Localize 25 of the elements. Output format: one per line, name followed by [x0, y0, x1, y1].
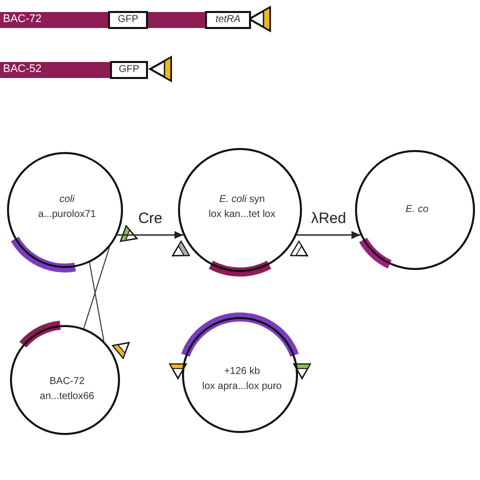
plasmid-label: +126 kb — [224, 365, 260, 379]
gene-box: tetRA — [205, 11, 251, 29]
gene-box: GFP — [108, 11, 148, 29]
construct-label: BAC-72 — [3, 12, 42, 27]
gene-box: GFP — [110, 61, 148, 79]
plasmid-label: coli — [60, 193, 74, 207]
dna-bar — [0, 62, 110, 78]
plasmid-circle — [178, 148, 302, 272]
dna-bar — [0, 12, 205, 28]
plasmid-circle — [10, 325, 120, 435]
construct-label: BAC-52 — [3, 62, 42, 77]
plasmid-label: E. coli syn — [219, 193, 265, 207]
plasmid-label: an...tetlox66 — [40, 390, 94, 404]
crossover-line — [89, 262, 104, 342]
plasmid-circle — [7, 152, 123, 268]
plasmid-circle — [355, 150, 475, 270]
plasmid-label: BAC-72 — [50, 375, 84, 389]
plasmid-label: E. co — [406, 203, 428, 217]
plasmid-label: a...purolox71 — [38, 208, 96, 222]
plasmid-label: lox kan...tet lox — [208, 208, 276, 222]
arrow — [296, 231, 360, 239]
plasmid-circle — [182, 317, 298, 433]
plasmid-label: lox apra...lox puro — [202, 380, 282, 394]
crossover-line — [83, 246, 110, 329]
arrow — [117, 231, 184, 239]
